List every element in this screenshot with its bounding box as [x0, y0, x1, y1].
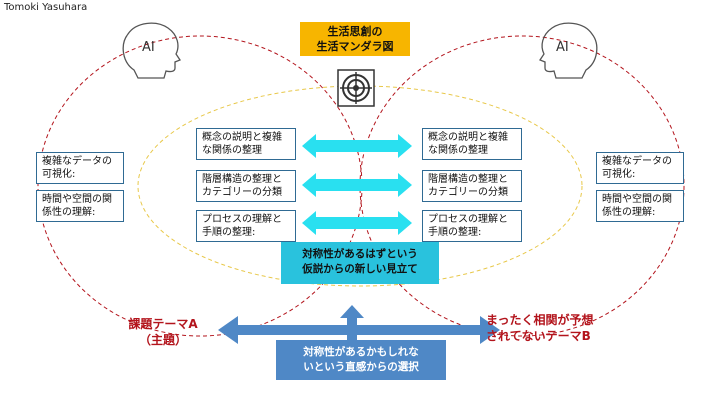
theme-b-line-1: まったく相関が予想 — [486, 313, 594, 327]
cyan-double-arrow — [302, 211, 412, 235]
box-line-1: 階層構造の整理と — [428, 174, 508, 185]
theme-b-label: まったく相関が予想 されてないテーマB — [486, 312, 616, 344]
author-label: Tomoki Yasuhara — [4, 2, 88, 13]
box-line-1: 時間や空間の関 — [42, 194, 112, 205]
ai-label-right: AI — [556, 40, 569, 55]
box-line-1: 概念の説明と複雑 — [202, 132, 282, 143]
theme-a-line-1: 課題テーマA — [128, 317, 198, 331]
outer-left-box: 複雑なデータの 可視化: — [36, 152, 124, 184]
cyan-double-arrow — [302, 134, 412, 158]
sym-line-1: 対称性があるはずという — [302, 248, 418, 260]
outer-right-box: 複雑なデータの 可視化: — [596, 152, 684, 184]
outer-left-box: 時間や空間の関 係性の理解: — [36, 190, 124, 222]
box-line-2: 手順の整理: — [202, 227, 256, 238]
box-line-1: 複雑なデータの — [42, 156, 112, 167]
box-line-2: 手順の整理: — [428, 227, 482, 238]
title-line-1: 生活思創の — [327, 25, 383, 38]
box-line-2: 係性の理解: — [42, 207, 96, 218]
center-right-box: 概念の説明と複雑 な関係の整理 — [422, 128, 522, 160]
box-line-2: 係性の理解: — [602, 207, 656, 218]
theme-a-label: 課題テーマA （主題） — [118, 316, 208, 348]
center-right-box: 階層構造の整理と カテゴリーの分類 — [422, 170, 522, 202]
center-left-box: プロセスの理解と 手順の整理: — [196, 210, 296, 242]
blue-double-arrow — [218, 316, 500, 344]
box-line-1: 時間や空間の関 — [602, 194, 672, 205]
box-line-2: カテゴリーの分類 — [428, 187, 508, 198]
center-left-box: 概念の説明と複雑 な関係の整理 — [196, 128, 296, 160]
theme-a-line-2: （主題） — [138, 333, 187, 347]
ai-label-left: AI — [142, 40, 155, 55]
choice-line-1: 対称性があるかもしれな — [303, 346, 419, 358]
sym-line-2: 仮説からの新しい見立て — [302, 263, 418, 275]
cyan-double-arrow — [302, 173, 412, 197]
box-line-1: 概念の説明と複雑 — [428, 132, 508, 143]
box-line-2: な関係の整理 — [202, 145, 262, 156]
outer-right-box: 時間や空間の関 係性の理解: — [596, 190, 684, 222]
box-line-2: 可視化: — [602, 169, 636, 180]
center-left-box: 階層構造の整理と カテゴリーの分類 — [196, 170, 296, 202]
target-icon — [337, 69, 375, 107]
box-line-1: 階層構造の整理と — [202, 174, 282, 185]
intuition-choice-box: 対称性があるかもしれな いという直感からの選択 — [276, 340, 446, 380]
ai-head-icon — [539, 22, 598, 79]
box-line-1: 複雑なデータの — [602, 156, 672, 167]
box-line-2: 可視化: — [42, 169, 76, 180]
box-line-2: な関係の整理 — [428, 145, 488, 156]
box-line-1: プロセスの理解と — [428, 214, 508, 225]
ai-head-icon — [122, 22, 181, 79]
box-line-1: プロセスの理解と — [202, 214, 282, 225]
title-line-2: 生活マンダラ図 — [316, 40, 394, 53]
symmetry-hypothesis-box: 対称性があるはずという 仮説からの新しい見立て — [281, 242, 439, 284]
box-line-2: カテゴリーの分類 — [202, 187, 282, 198]
choice-line-2: いという直感からの選択 — [303, 361, 419, 373]
blue-up-arrow — [340, 305, 364, 342]
theme-b-line-2: されてないテーマB — [486, 329, 591, 343]
center-right-box: プロセスの理解と 手順の整理: — [422, 210, 522, 242]
title-box: 生活思創の 生活マンダラ図 — [300, 22, 410, 56]
